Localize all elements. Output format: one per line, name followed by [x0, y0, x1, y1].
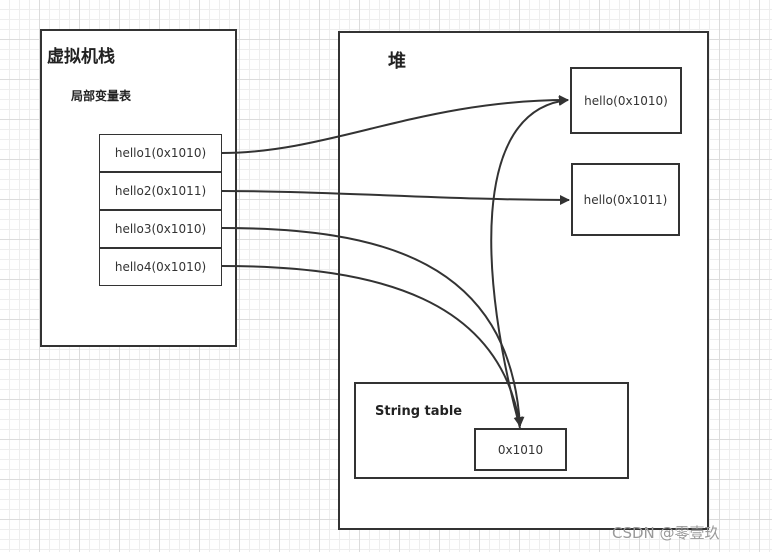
heap-object-hello-0x1010: hello(0x1010): [570, 67, 682, 134]
heap-title: 堆: [388, 51, 406, 72]
arrow-hello2-to-heap-object: [221, 190, 570, 205]
variable-cell-hello4: hello4(0x1010): [99, 248, 222, 286]
vm-stack-title: 虚拟机栈: [47, 47, 115, 67]
arrow-hello1-to-heap-object: [221, 95, 569, 154]
arrow-string-table-to-heap-object: [490, 95, 569, 429]
variable-cell-hello1: hello1(0x1010): [99, 134, 222, 172]
heap-object-hello-0x1011: hello(0x1011): [571, 163, 680, 236]
string-table-entry: 0x1010: [474, 428, 567, 471]
variable-cell-hello2: hello2(0x1011): [99, 172, 222, 210]
variable-cell-hello3: hello3(0x1010): [99, 210, 222, 248]
watermark: CSDN @零壹玖: [612, 524, 720, 542]
arrow-hello4-to-string-table: [221, 265, 524, 427]
string-table-title: String table: [375, 404, 463, 419]
local-variable-table-title: 局部变量表: [71, 89, 132, 103]
arrow-hello3-to-string-table: [221, 227, 525, 427]
